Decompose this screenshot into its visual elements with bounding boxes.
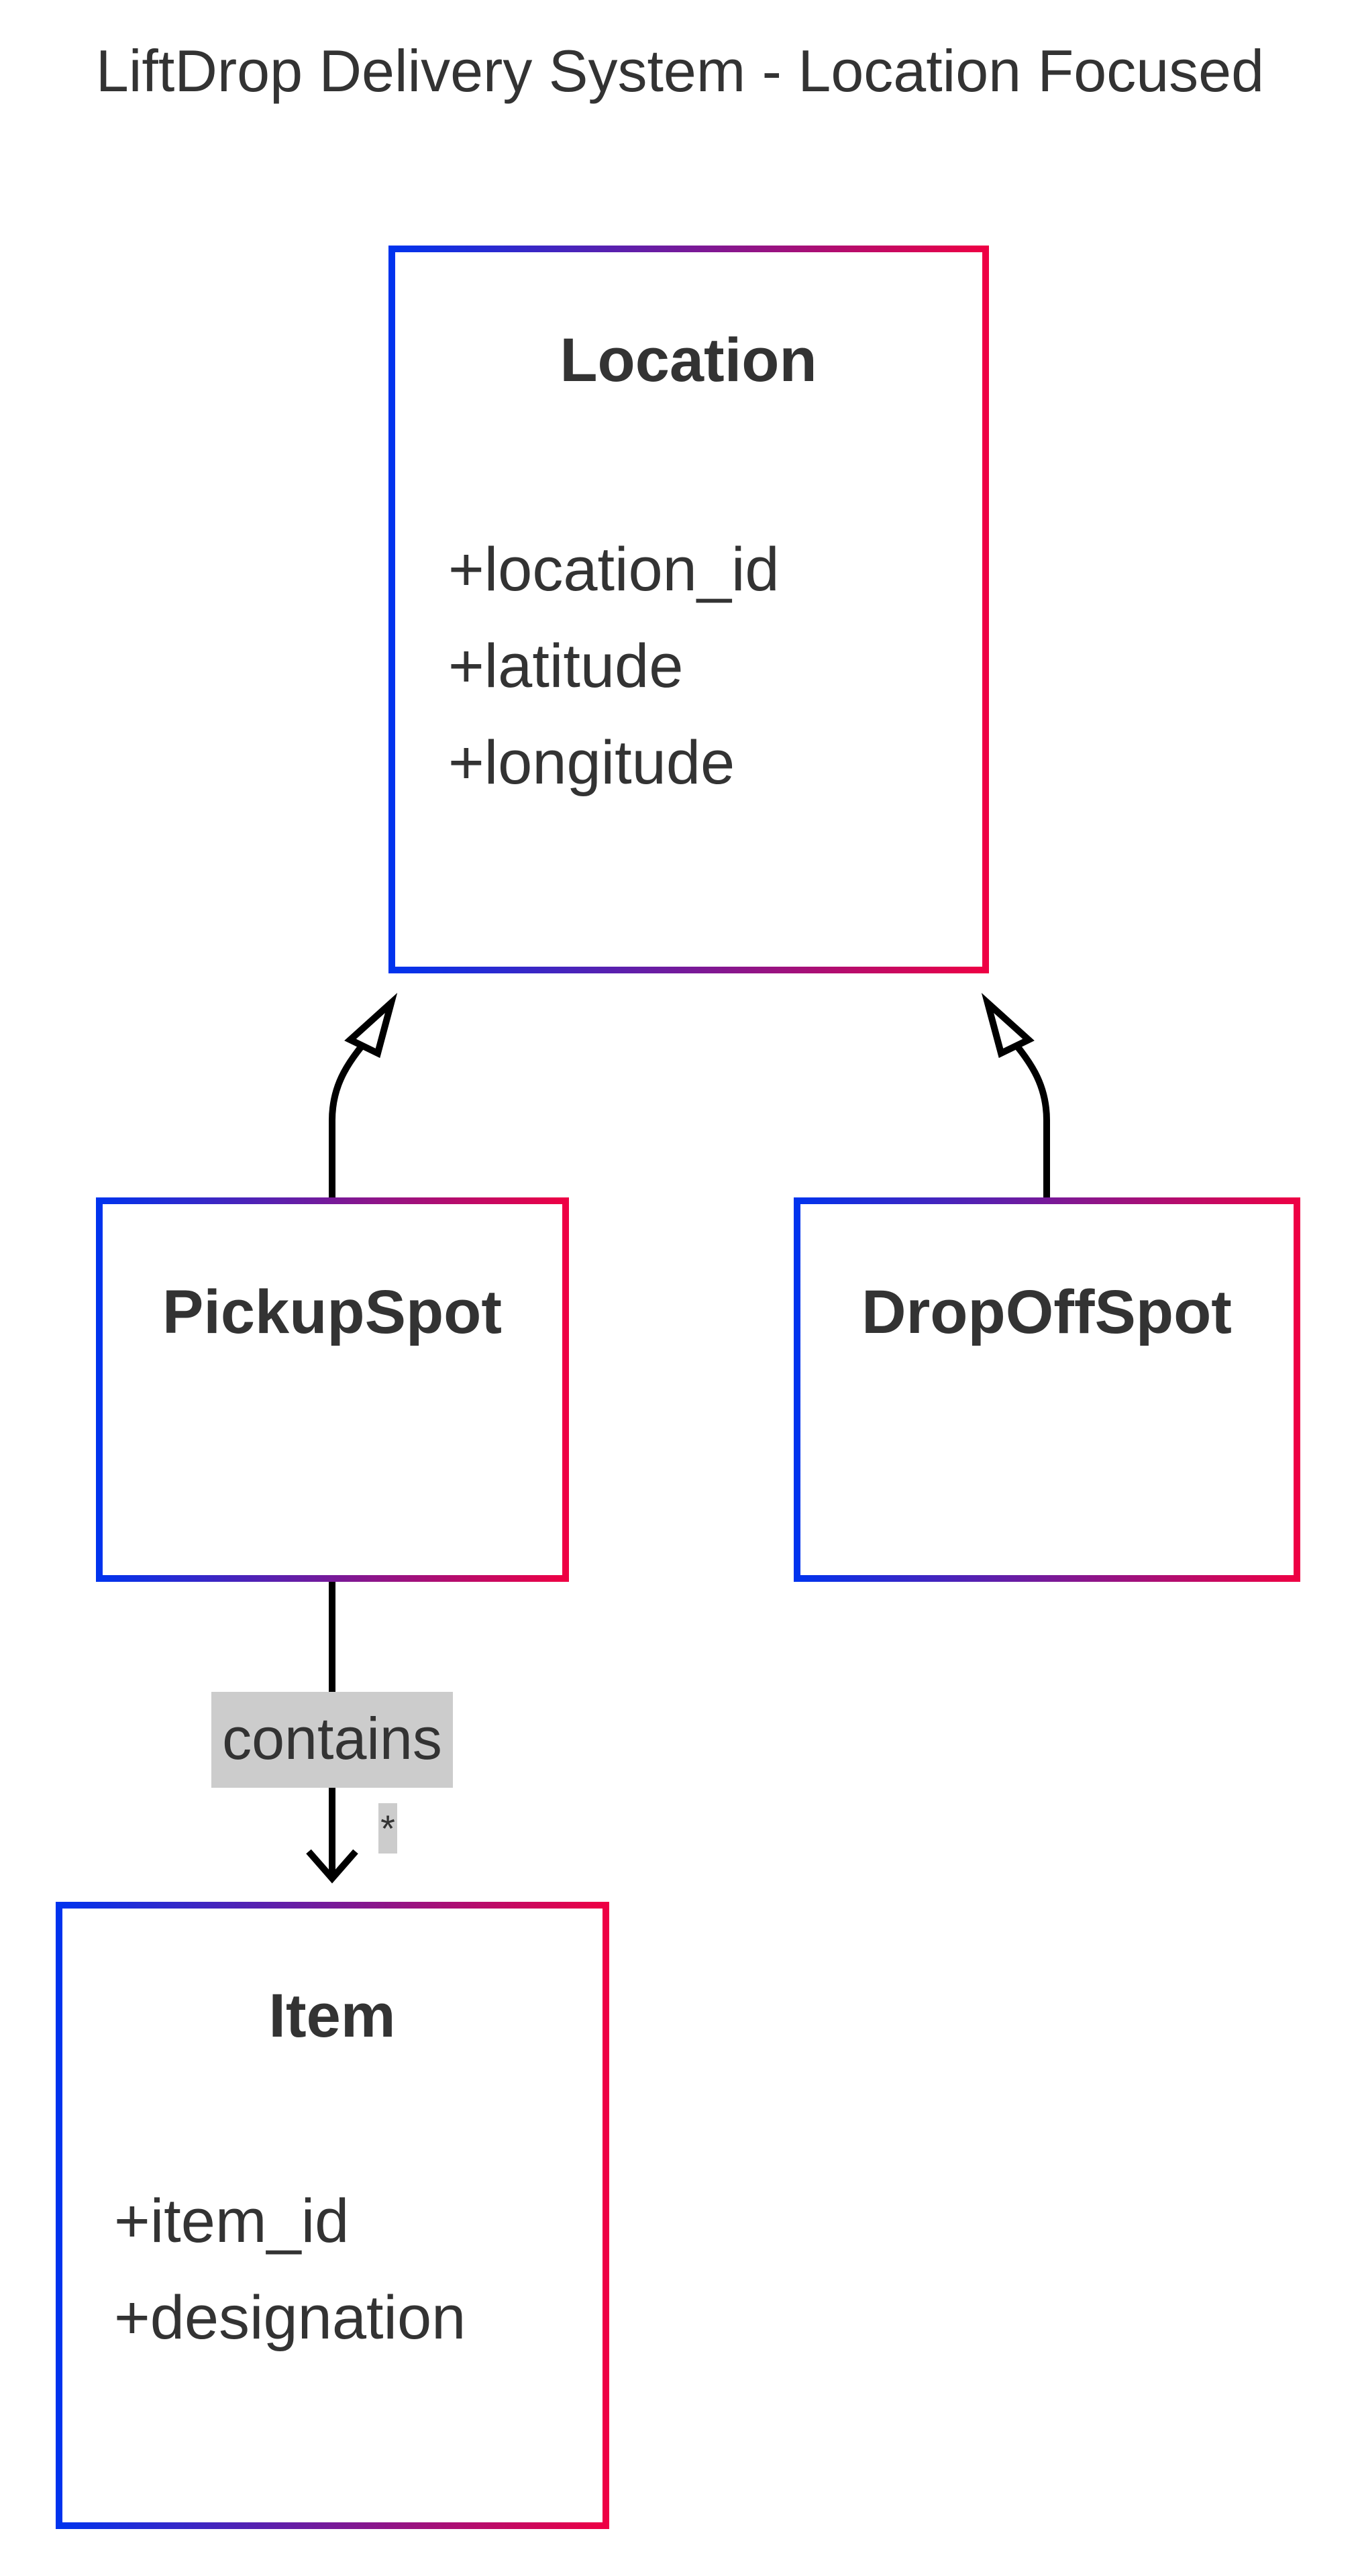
edge-label-background [211, 1692, 453, 1788]
class-item-name: Item [268, 1982, 395, 2050]
class-location-name: Location [560, 326, 817, 394]
class-dropoffspot-name: DropOffSpot [861, 1278, 1232, 1346]
class-location-attr-latitude: +latitude [448, 632, 683, 700]
edge-multiplicity: * [380, 1807, 395, 1849]
inheritance-edge-pickupspot-location [329, 992, 398, 1197]
edge-label-contains: contains [222, 1705, 442, 1772]
class-location-attr-location-id: +location_id [448, 535, 780, 604]
association-edge-contains: contains * [211, 1582, 453, 1884]
inheritance-edge-dropoffspot-location [981, 992, 1050, 1197]
class-pickupspot[interactable]: PickupSpot [96, 1197, 569, 1582]
class-location[interactable]: Location +location_id +latitude +longitu… [388, 246, 989, 973]
diagram-title: LiftDrop Delivery System - Location Focu… [95, 38, 1265, 104]
class-item[interactable]: Item +item_id +designation [56, 1902, 609, 2529]
class-pickupspot-name: PickupSpot [162, 1278, 502, 1346]
association-arrowhead-icon [306, 1849, 358, 1884]
class-location-attr-longitude: +longitude [448, 729, 735, 797]
inheritance-arrowhead-icon [344, 992, 398, 1059]
class-item-attr-designation: +designation [114, 2284, 466, 2352]
class-item-attr-item-id: +item_id [114, 2187, 349, 2255]
class-dropoffspot[interactable]: DropOffSpot [794, 1197, 1300, 1582]
multiplicity-background [378, 1803, 397, 1854]
inheritance-arrowhead-icon [981, 992, 1035, 1059]
